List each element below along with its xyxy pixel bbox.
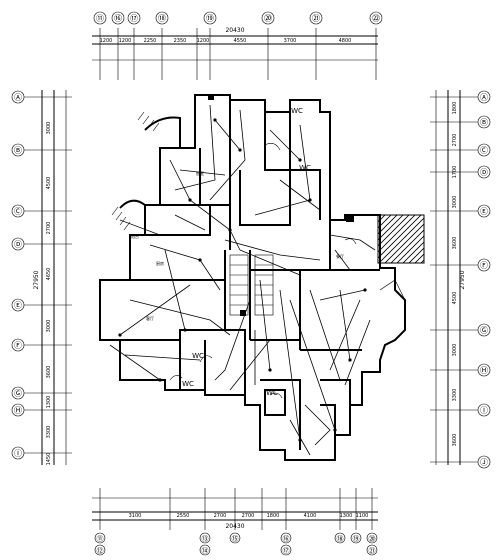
axis-bubble: Ⓐ xyxy=(14,93,22,102)
right-dim: 4500 xyxy=(452,292,458,305)
left-dim: 1300 xyxy=(46,396,52,409)
room-label-wc: WC xyxy=(291,107,303,115)
room-label-bedroom: 卧室 xyxy=(196,170,204,176)
axis-bubble: ⑰ xyxy=(283,547,290,555)
axis-bubble: Ⓑ xyxy=(480,118,488,127)
bottom-dim: 3100 xyxy=(129,513,142,519)
right-dim: 3600 xyxy=(452,434,458,447)
top-dim: 3700 xyxy=(284,38,297,44)
room-label-living: 客厅 xyxy=(146,315,154,321)
axis-bubble: Ⓗ xyxy=(14,406,22,415)
axis-bubble: Ⓔ xyxy=(14,301,22,310)
axis-bubble: Ⓔ xyxy=(480,207,488,216)
left-dim: 3000 xyxy=(46,320,52,333)
top-dim: 4800 xyxy=(339,38,352,44)
room-label-balcony: 阳台 xyxy=(131,233,139,239)
axis-bubble: ⑳ xyxy=(369,535,376,543)
axis-bubble: ⑳ xyxy=(264,14,272,23)
axis-bubble: Ⓙ xyxy=(480,458,488,467)
left-dimension-axis: 27950 3000 4500 2700 4650 3000 3600 1300… xyxy=(11,90,72,466)
bottom-dim: 2700 xyxy=(242,513,255,519)
axis-bubble: ⑪ xyxy=(97,535,104,543)
axis-bubble: Ⓕ xyxy=(480,261,488,270)
electrical-fixtures xyxy=(118,96,367,442)
top-dim: 2250 xyxy=(144,38,157,44)
top-dim: 4550 xyxy=(234,38,247,44)
axis-bubble: Ⓕ xyxy=(14,341,22,350)
top-dimension-axis: 20430 1200 1200 2250 2350 1200 4550 3700… xyxy=(92,11,383,80)
right-dim: 1800 xyxy=(452,102,458,115)
axis-bubble: ⑱ xyxy=(337,535,344,543)
bottom-dimension-axis: 20430 3100 2550 2700 2700 1800 4100 1300… xyxy=(92,488,378,556)
axis-bubble: Ⓖ xyxy=(480,326,488,335)
axis-bubble: Ⓗ xyxy=(480,366,488,375)
axis-bubble: Ⓘ xyxy=(480,406,488,415)
top-total-dim: 20430 xyxy=(225,27,244,34)
bottom-dim: 1100 xyxy=(356,513,369,519)
left-dim: 4650 xyxy=(46,268,52,281)
hatched-planter xyxy=(377,214,425,264)
axis-bubble: ㉑ xyxy=(312,14,320,23)
axis-bubble: Ⓒ xyxy=(480,146,488,155)
left-dim: 3300 xyxy=(46,426,52,439)
axis-bubble: ⑫ xyxy=(97,547,104,555)
left-dim: 4500 xyxy=(46,177,52,190)
floor-plan-walls xyxy=(99,94,425,461)
axis-bubble: ⑲ xyxy=(206,14,214,23)
axis-bubble: Ⓓ xyxy=(480,168,488,177)
room-label-kitchen: 厨房 xyxy=(156,260,164,266)
room-labels: WC WC WC WC WC 卧室 厨房 客厅 餐厅 阳台 xyxy=(131,107,344,397)
axis-bubble: ⑲ xyxy=(353,535,360,543)
axis-bubble: Ⓓ xyxy=(14,240,22,249)
right-dim: 3300 xyxy=(452,389,458,402)
axis-bubble: ⑭ xyxy=(202,547,209,555)
bottom-dim: 4100 xyxy=(304,513,317,519)
room-label-wc: WC xyxy=(182,380,194,388)
top-dim: 2350 xyxy=(174,38,187,44)
top-dim: 1200 xyxy=(100,38,113,44)
left-dim: 1450 xyxy=(46,453,52,466)
axis-bubble: ⑬ xyxy=(202,535,209,543)
axis-bubble: ⑯ xyxy=(114,14,122,23)
room-label-dining: 餐厅 xyxy=(336,253,344,259)
axis-bubble: ⑱ xyxy=(158,14,166,23)
right-dimension-axis: 27950 1800 2700 1700 3000 3600 4500 3000… xyxy=(430,90,491,469)
axis-bubble: ㉑ xyxy=(369,547,376,555)
right-dim: 3000 xyxy=(452,196,458,209)
axis-bubble: ⑮ xyxy=(232,535,239,543)
axis-bubble: ㉒ xyxy=(372,14,380,23)
axis-bubble: Ⓒ xyxy=(14,207,22,216)
room-label-wc: WC xyxy=(299,164,311,172)
axis-bubble: Ⓐ xyxy=(480,93,488,102)
axis-bubble: Ⓑ xyxy=(14,146,22,155)
axis-bubble: Ⓘ xyxy=(14,449,22,458)
room-label-wc: WC xyxy=(266,389,278,397)
right-dim: 3600 xyxy=(452,237,458,250)
axis-bubble: Ⓖ xyxy=(14,389,22,398)
right-total-dim: 27950 xyxy=(459,270,466,289)
bottom-dim: 1300 xyxy=(340,513,353,519)
bottom-dim: 2550 xyxy=(177,513,190,519)
left-total-dim: 27950 xyxy=(33,270,40,289)
electrical-wiring xyxy=(109,104,376,456)
left-dim: 3000 xyxy=(46,122,52,135)
right-dim: 2700 xyxy=(452,134,458,147)
axis-bubble: ⑰ xyxy=(130,14,138,23)
room-label-wc: WC xyxy=(192,352,204,360)
axis-bubble: ⑯ xyxy=(283,535,290,543)
bottom-dim: 1800 xyxy=(267,513,280,519)
top-dim: 1200 xyxy=(197,38,210,44)
left-dim: 3600 xyxy=(46,366,52,379)
bottom-dim: 2700 xyxy=(214,513,227,519)
left-dim: 2700 xyxy=(46,222,52,235)
axis-bubble: ⑪ xyxy=(96,14,104,23)
right-dim: 3000 xyxy=(452,344,458,357)
top-dim: 1200 xyxy=(119,38,132,44)
